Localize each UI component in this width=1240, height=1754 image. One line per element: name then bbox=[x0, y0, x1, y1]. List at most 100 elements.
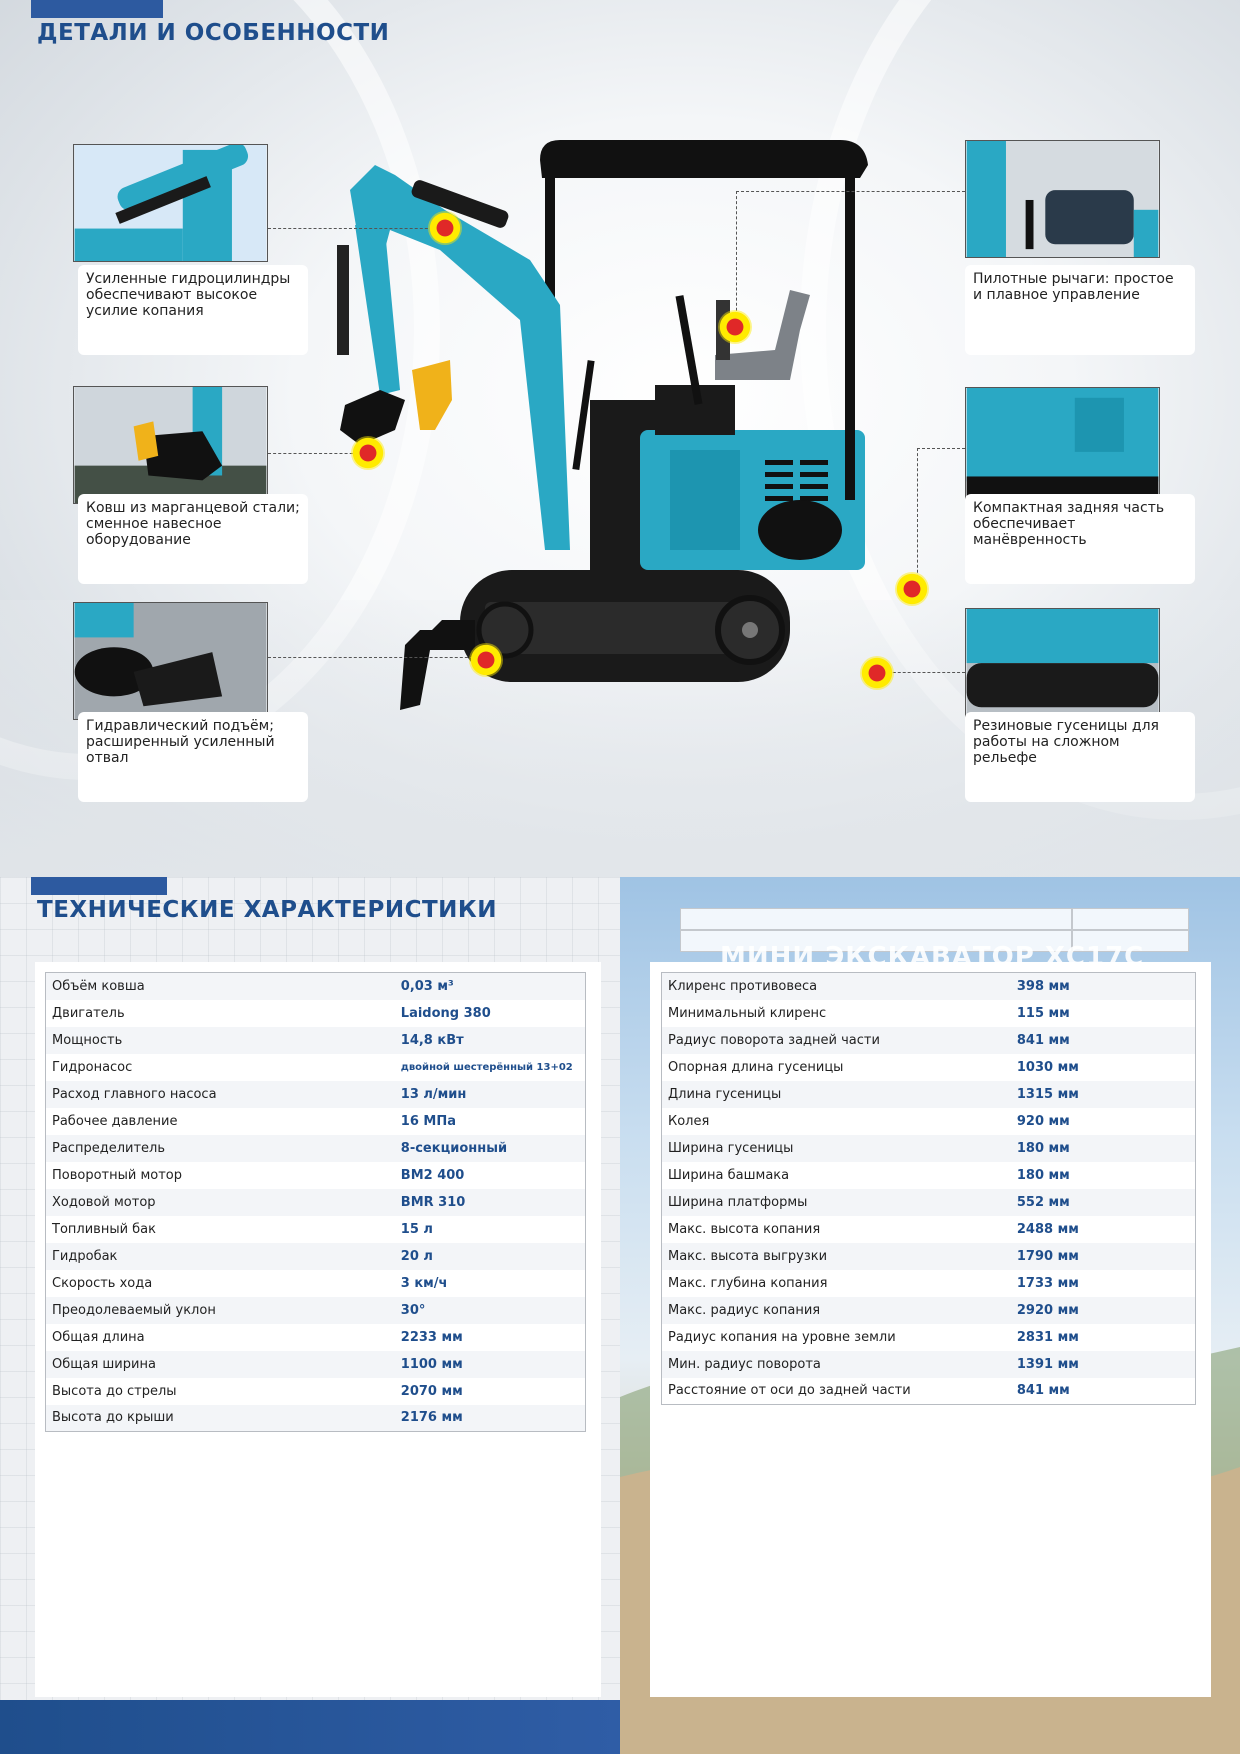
spec-value: 841 мм bbox=[1010, 1026, 1196, 1054]
feature-caption-bucket: Ковш из марганцевой стали; сменное навес… bbox=[78, 494, 308, 584]
feature-caption-blade: Гидравлический подъём; расширенный усиле… bbox=[78, 712, 308, 802]
spec-label: Макс. высота копания bbox=[661, 1215, 1011, 1243]
spec-label: Опорная длина гусеницы bbox=[661, 1053, 1011, 1081]
spec-label: Общая ширина bbox=[45, 1350, 395, 1378]
leader-line bbox=[268, 228, 443, 229]
feature-thumb-rear bbox=[965, 387, 1160, 505]
spec-label: Гидробак bbox=[45, 1242, 395, 1270]
details-section: ДЕТАЛИ И ОСОБЕННОСТИ bbox=[0, 0, 1240, 877]
spec-value: BMR 310 bbox=[394, 1188, 586, 1216]
spec-label: Высота до крыши bbox=[45, 1404, 395, 1432]
hotspot-levers[interactable] bbox=[718, 310, 752, 344]
spec-label: Клиренс противовеса bbox=[661, 972, 1011, 1000]
hotspot-tracks[interactable] bbox=[860, 656, 894, 690]
leader-line bbox=[917, 448, 918, 588]
background-table bbox=[680, 908, 1189, 958]
spec-label: Расход главного насоса bbox=[45, 1080, 395, 1108]
spec-value: 30° bbox=[394, 1296, 586, 1324]
spec-label: Распределитель bbox=[45, 1134, 395, 1162]
spec-value: 0,03 м³ bbox=[394, 972, 586, 1000]
spec-value: 2488 мм bbox=[1010, 1215, 1196, 1243]
spec-label: Колея bbox=[661, 1107, 1011, 1135]
spec-value: BM2 400 bbox=[394, 1161, 586, 1189]
hotspot-blade[interactable] bbox=[469, 643, 503, 677]
feature-caption-rear: Компактная задняя часть обеспечивает ман… bbox=[965, 494, 1195, 584]
hotspot-bucket[interactable] bbox=[351, 436, 385, 470]
feature-thumb-blade bbox=[73, 602, 268, 720]
leader-line bbox=[736, 191, 965, 192]
spec-label: Общая длина bbox=[45, 1323, 395, 1351]
spec-value: 398 мм bbox=[1010, 972, 1196, 1000]
leader-line bbox=[736, 191, 737, 326]
title-accent-bar bbox=[31, 877, 167, 895]
spec-label: Макс. глубина копания bbox=[661, 1269, 1011, 1297]
spec-label: Высота до стрелы bbox=[45, 1377, 395, 1405]
specs-title: ТЕХНИЧЕСКИЕ ХАРАКТЕРИСТИКИ bbox=[37, 897, 497, 923]
spec-label: Скорость хода bbox=[45, 1269, 395, 1297]
spec-label: Макс. радиус копания bbox=[661, 1296, 1011, 1324]
spec-value: 552 мм bbox=[1010, 1188, 1196, 1216]
feature-thumb-bucket bbox=[73, 386, 268, 504]
feature-thumb-levers bbox=[965, 140, 1160, 258]
spec-label: Рабочее давление bbox=[45, 1107, 395, 1135]
feature-caption-cylinders: Усиленные гидроцилиндры обеспечивают выс… bbox=[78, 265, 308, 355]
spec-value: 1030 мм bbox=[1010, 1053, 1196, 1081]
leader-line bbox=[917, 448, 965, 449]
feature-caption-tracks: Резиновые гусеницы для работы на сложном… bbox=[965, 712, 1195, 802]
leader-line bbox=[878, 672, 965, 673]
spec-label: Ширина башмака bbox=[661, 1161, 1011, 1189]
spec-label: Расстояние от оси до задней части bbox=[661, 1377, 1011, 1405]
spec-value: Laidong 380 bbox=[394, 999, 586, 1027]
spec-value: 2831 мм bbox=[1010, 1323, 1196, 1351]
spec-label: Радиус поворота задней части bbox=[661, 1026, 1011, 1054]
hotspot-rear[interactable] bbox=[895, 572, 929, 606]
spec-value: 115 мм bbox=[1010, 999, 1196, 1027]
feature-thumb-tracks bbox=[965, 608, 1160, 726]
spec-label: Макс. высота выгрузки bbox=[661, 1242, 1011, 1270]
spec-value: 1790 мм bbox=[1010, 1242, 1196, 1270]
spec-value: 1315 мм bbox=[1010, 1080, 1196, 1108]
feature-thumb-cylinders bbox=[73, 144, 268, 262]
spec-label: Мин. радиус поворота bbox=[661, 1350, 1011, 1378]
hotspot-cylinders[interactable] bbox=[428, 211, 462, 245]
spec-value: 2176 мм bbox=[394, 1404, 586, 1432]
spec-label: Радиус копания на уровне земли bbox=[661, 1323, 1011, 1351]
spec-label: Длина гусеницы bbox=[661, 1080, 1011, 1108]
footer-bar bbox=[0, 1700, 620, 1754]
spec-value: 2070 мм bbox=[394, 1377, 586, 1405]
spec-value: 2233 мм bbox=[394, 1323, 586, 1351]
spec-value: 14,8 кВт bbox=[394, 1026, 586, 1054]
excavator-image bbox=[337, 140, 868, 710]
spec-label: Ходовой мотор bbox=[45, 1188, 395, 1216]
spec-value: 180 мм bbox=[1010, 1134, 1196, 1162]
leader-line bbox=[268, 453, 368, 454]
spec-value: 8-секционный bbox=[394, 1134, 586, 1162]
spec-value: 1100 мм bbox=[394, 1350, 586, 1378]
spec-value: 180 мм bbox=[1010, 1161, 1196, 1189]
feature-caption-levers: Пилотные рычаги: простое и плавное управ… bbox=[965, 265, 1195, 355]
